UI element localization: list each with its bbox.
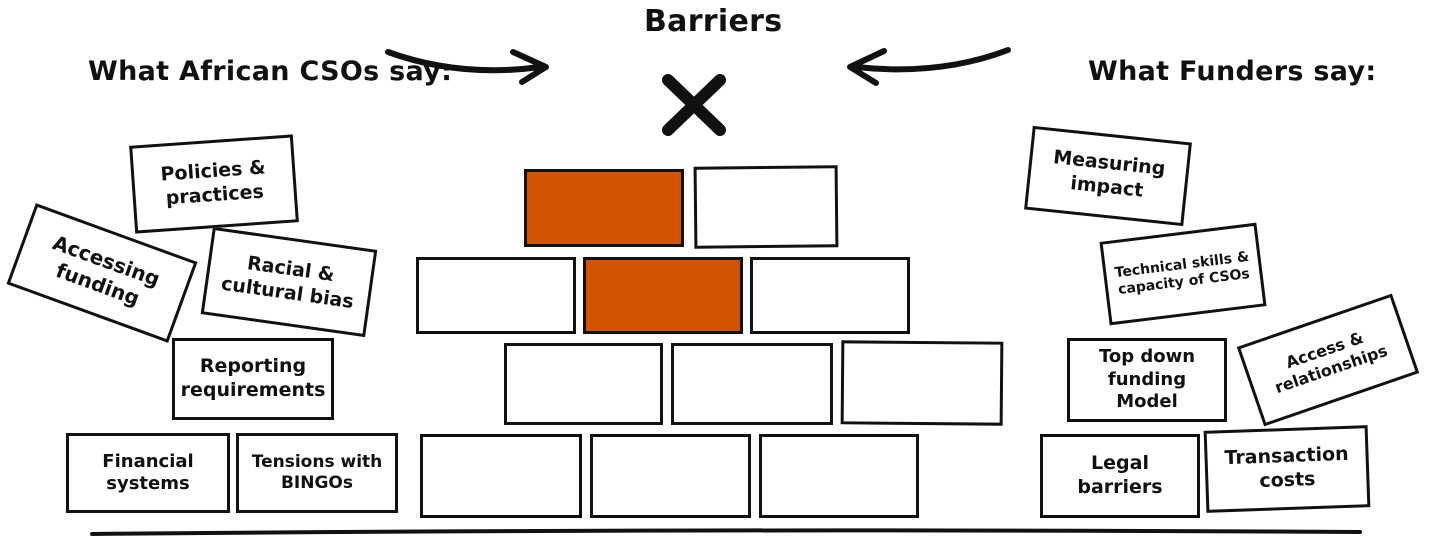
wall-brick — [750, 257, 910, 334]
wall-brick — [420, 434, 582, 518]
funder-barrier-card: Legal barriers — [1040, 434, 1200, 518]
funder-barrier-card: Access & relationships — [1236, 293, 1420, 427]
funder-barrier-card: Measuring impact — [1024, 125, 1192, 227]
wall-brick — [416, 257, 576, 334]
wall-brick — [693, 165, 839, 249]
cso-barrier-card: Policies & practices — [129, 134, 299, 234]
wall-brick — [671, 343, 833, 425]
wall-brick — [504, 343, 663, 425]
wall-brick — [590, 434, 751, 518]
cso-barrier-card: Reporting requirements — [172, 338, 334, 420]
left-heading: What African CSOs say: — [88, 56, 453, 87]
funder-barrier-card: Transaction costs — [1203, 425, 1371, 513]
cso-barrier-card: Racial & cultural bias — [200, 226, 378, 338]
funder-barrier-card: Top down funding Model — [1067, 338, 1227, 422]
curved-arrow-left-icon — [847, 47, 1011, 86]
wall-brick — [840, 340, 1004, 426]
cso-barrier-card: Tensions with BINGOs — [236, 433, 398, 513]
ground-line — [90, 528, 1362, 536]
diagram-title: Barriers — [644, 4, 783, 39]
funder-barrier-card: Technical skills & capacity of CSOs — [1099, 222, 1267, 326]
wall-brick-highlighted — [524, 169, 684, 247]
wall-brick-highlighted — [583, 257, 743, 334]
wall-brick — [759, 434, 919, 518]
cso-barrier-card: Financial systems — [66, 433, 230, 513]
x-icon — [662, 74, 726, 136]
right-heading: What Funders say: — [1088, 56, 1377, 87]
